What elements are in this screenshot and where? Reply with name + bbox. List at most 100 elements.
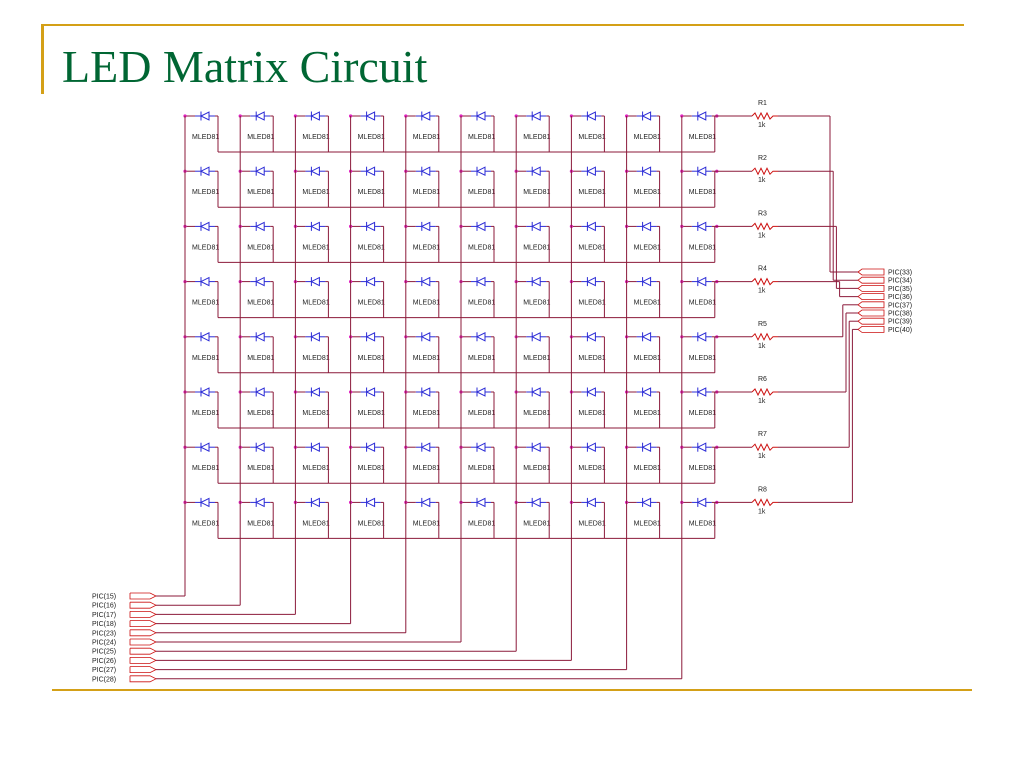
resistor-value-label: 1k [758,232,766,239]
led-diode-symbol [365,387,376,397]
led-diode-symbol [365,497,376,508]
led-part-label: MLED81 [192,244,219,251]
column-port-label: PIC(27) [92,667,116,674]
led-diode-symbol [641,497,652,508]
led-diode-symbol [310,387,320,397]
led-part-label: MLED81 [634,410,661,417]
led-diode-symbol [199,442,210,453]
led-diode-symbol [531,331,541,342]
led-diode-symbol [199,166,210,177]
led-part-label: MLED81 [468,520,495,527]
led-diode-symbol [420,221,431,232]
led-part-label: MLED81 [302,189,329,196]
led-part-label: MLED81 [689,520,716,527]
led-part-label: MLED81 [192,134,219,141]
row-port-connector [857,268,885,276]
led-part-label: MLED81 [413,244,440,251]
led-diode-symbol [420,387,431,397]
slide-accent-top-rule [41,24,964,26]
led-part-label: MLED81 [523,355,550,362]
led-part-label: MLED81 [358,410,385,417]
column-port-label: PIC(26) [92,658,116,665]
led-part-label: MLED81 [302,300,329,307]
led-diode-symbol [475,276,486,287]
led-diode-symbol [641,166,652,177]
row-port-connector [857,293,885,301]
led-diode-symbol [586,276,596,287]
led-part-label: MLED81 [247,134,274,141]
led-part-label: MLED81 [413,465,440,472]
led-part-label: MLED81 [358,189,385,196]
led-part-label: MLED81 [413,300,440,307]
row-port-connector [857,309,885,317]
led-part-label: MLED81 [413,355,440,362]
led-part-label: MLED81 [302,244,329,251]
resistor-value-label: 1k [758,177,766,184]
led-diode-symbol [641,331,652,342]
column-port-connector [129,657,157,664]
led-part-label: MLED81 [634,300,661,307]
led-diode-symbol [365,221,376,232]
led-diode-symbol [199,111,210,121]
led-part-label: MLED81 [247,465,274,472]
led-diode-symbol [420,166,431,177]
resistor-symbol [751,222,778,231]
resistor-value-label: 1k [758,343,766,350]
row-port-connector [857,284,885,292]
column-port-label: PIC(15) [92,594,116,601]
led-diode-symbol [365,276,376,287]
led-diode-symbol [641,111,652,121]
resistor-value-label: 1k [758,288,766,295]
led-part-label: MLED81 [523,244,550,251]
column-port-connector [129,647,157,655]
resistor-symbol [751,277,778,286]
led-diode-symbol [531,111,541,121]
column-port-connector [129,611,157,618]
led-diode-symbol [199,276,210,287]
slide-accent-bottom-rule [52,689,972,691]
led-part-label: MLED81 [578,520,605,527]
row-port-label: PIC(34) [888,278,912,285]
led-part-label: MLED81 [247,300,274,307]
led-part-label: MLED81 [689,189,716,196]
resistor-ref-label: R3 [758,210,767,217]
led-part-label: MLED81 [634,355,661,362]
column-port-label: PIC(17) [92,612,116,619]
led-part-label: MLED81 [689,410,716,417]
column-port-label: PIC(25) [92,649,116,656]
led-diode-symbol [199,497,210,508]
led-part-label: MLED81 [247,410,274,417]
led-part-label: MLED81 [358,300,385,307]
led-part-label: MLED81 [468,244,495,251]
led-part-label: MLED81 [634,465,661,472]
row-port-connector [857,276,885,284]
led-part-label: MLED81 [634,244,661,251]
led-part-label: MLED81 [358,244,385,251]
led-diode-symbol [420,111,431,121]
led-diode-symbol [255,387,265,397]
led-diode-symbol [641,276,652,287]
led-part-label: MLED81 [523,134,550,141]
resistor-symbol [751,167,778,176]
resistor-ref-label: R7 [758,431,767,438]
column-port-connector [129,638,157,646]
led-part-label: MLED81 [413,189,440,196]
led-part-label: MLED81 [578,244,605,251]
led-diode-symbol [255,442,265,453]
led-part-label: MLED81 [634,134,661,141]
led-part-label: MLED81 [578,300,605,307]
led-diode-symbol [696,387,707,397]
led-part-label: MLED81 [302,465,329,472]
led-diode-symbol [310,221,320,232]
row-port-label: PIC(40) [888,327,912,334]
led-diode-symbol [475,331,486,342]
led-part-label: MLED81 [689,300,716,307]
led-part-label: MLED81 [468,465,495,472]
led-diode-symbol [586,442,596,453]
led-diode-symbol [310,111,320,121]
led-part-label: MLED81 [358,520,385,527]
led-diode-symbol [365,331,376,342]
resistor-symbol [751,387,778,397]
led-diode-symbol [365,166,376,177]
slide-title: LED Matrix Circuit [62,41,428,92]
